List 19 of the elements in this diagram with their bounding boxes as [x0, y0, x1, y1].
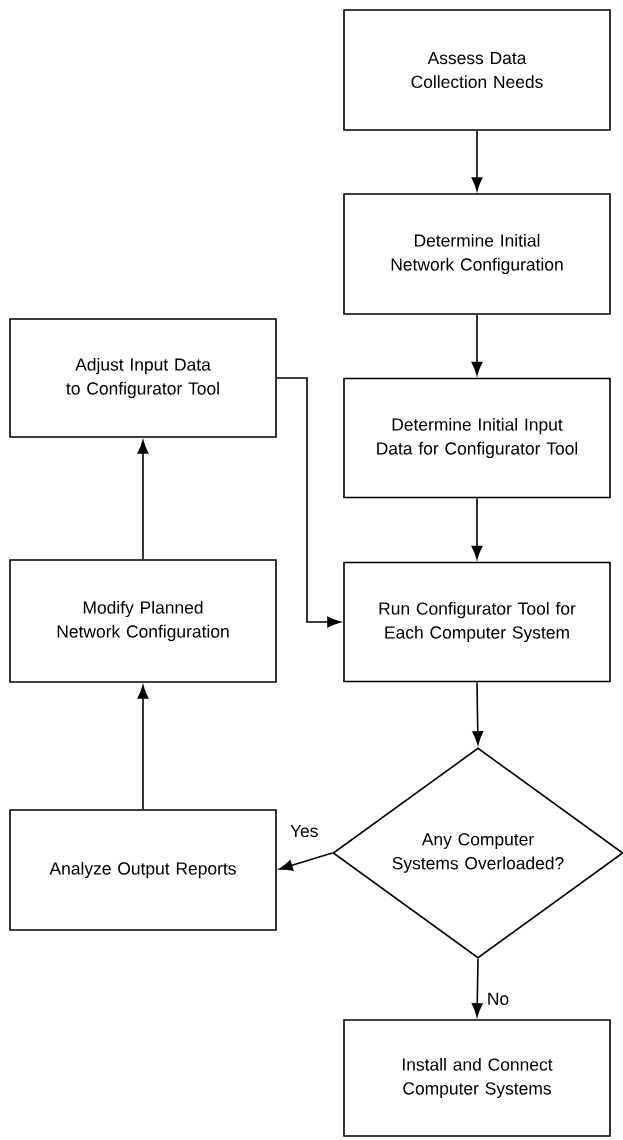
arrow [471, 497, 483, 560]
arrow [276, 377, 341, 628]
arrow [471, 130, 483, 191]
edge-label: No [485, 991, 511, 1006]
process-box: Assess Data Collection Needs [343, 9, 611, 131]
arrow [472, 681, 484, 745]
process-box: Determine Initial Input Data for Configurator Tool [343, 377, 611, 499]
process-box: Adjust Input Data to Configurator Tool [9, 318, 277, 438]
process-box: Modify Planned Network Configuration [9, 559, 277, 683]
process-box: Determine Initial Network Configuration [343, 193, 611, 315]
process-box: Install and Connect Computer Systems [343, 1019, 611, 1137]
edge-label: Yes [288, 823, 320, 839]
process-box: Analyze Output Reports [9, 809, 277, 931]
arrow [471, 314, 483, 376]
process-box: Run Configurator Tool for Each Computer System [343, 561, 611, 683]
arrow [279, 852, 333, 871]
arrow [137, 685, 149, 810]
arrow [471, 958, 483, 1017]
arrow [137, 440, 149, 560]
